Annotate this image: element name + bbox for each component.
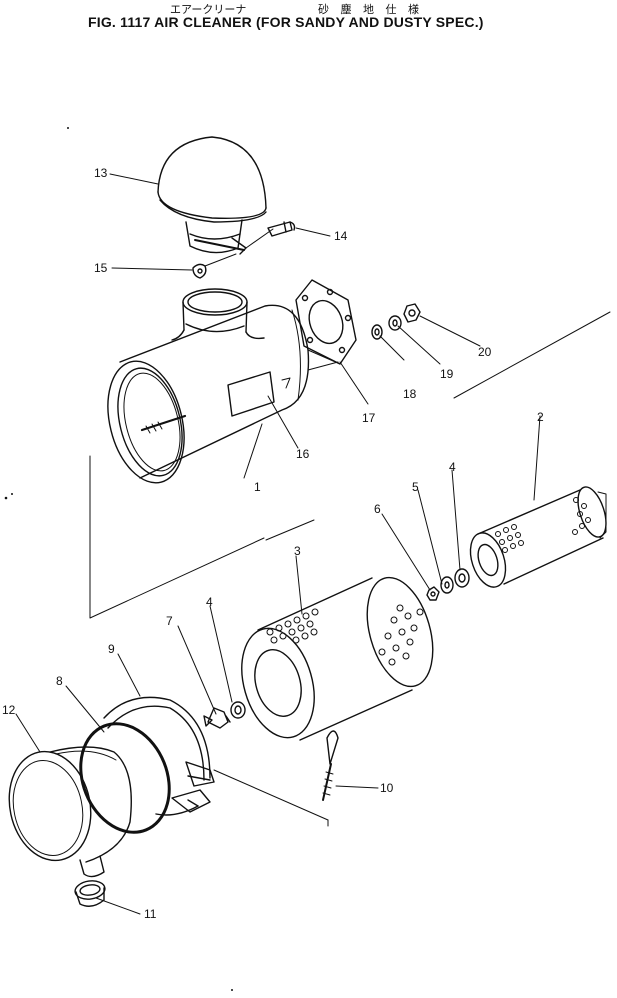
- part-1-body: [107, 288, 341, 484]
- callout-2: 2: [537, 410, 544, 424]
- japanese-subtitle: エアークリーナ 砂 塵 地 仕 様: [0, 0, 617, 16]
- part-4-washer-right: [454, 568, 470, 588]
- callout-19: 19: [440, 367, 454, 381]
- leader-lines: [15, 173, 541, 915]
- part-2-safety-element: [469, 486, 607, 588]
- part-8-o-ring: [79, 722, 171, 834]
- part-20-nut: [403, 303, 421, 323]
- callout-10: 10: [380, 781, 394, 795]
- callout-20: 20: [478, 345, 492, 359]
- part-9-clamp: [103, 696, 329, 827]
- part-4-washer-left: [230, 701, 246, 719]
- part-3-main-element: [241, 576, 434, 741]
- callout-14: 14: [334, 229, 348, 243]
- callout-9: 9: [108, 642, 115, 656]
- callout-18: 18: [403, 387, 417, 401]
- part-3-perforations: [266, 604, 424, 666]
- figure-title: FIG. 1117 AIR CLEANER (FOR SANDY AND DUS…: [88, 14, 484, 30]
- part-19-lockwasher: [388, 315, 402, 331]
- part-7-wing-nut: [203, 707, 231, 729]
- part-2-perforations: [495, 497, 591, 553]
- part-12-dust-cup: [8, 746, 132, 878]
- jp-subtitle-left: エアークリーナ: [170, 3, 247, 16]
- callout-17: 17: [362, 411, 376, 425]
- callout-1: 1: [254, 480, 261, 494]
- callout-12: 12: [2, 703, 16, 717]
- callout-15: 15: [94, 261, 108, 275]
- callout-8: 8: [56, 674, 63, 688]
- part-10-eyebolt: [322, 730, 339, 801]
- callout-4-right: 4: [449, 460, 456, 474]
- callout-13: 13: [94, 166, 108, 180]
- callout-16: 16: [296, 447, 310, 461]
- assembly-lines: [89, 311, 611, 619]
- callout-4-left: 4: [206, 595, 213, 609]
- callout-3: 3: [294, 544, 301, 558]
- part-18-washer: [371, 324, 383, 340]
- part-11-valve: [74, 880, 106, 907]
- jp-subtitle-right: 砂 塵 地 仕 様: [318, 3, 423, 16]
- callout-11: 11: [144, 907, 157, 921]
- part-5-washer: [440, 576, 454, 594]
- part-15-nut: [192, 253, 237, 279]
- part-13-cap: [157, 136, 296, 255]
- callout-7: 7: [166, 614, 173, 628]
- callout-6: 6: [374, 502, 381, 516]
- part-6-nut: [426, 586, 440, 601]
- part-17-gasket: [295, 279, 357, 365]
- callout-5: 5: [412, 480, 419, 494]
